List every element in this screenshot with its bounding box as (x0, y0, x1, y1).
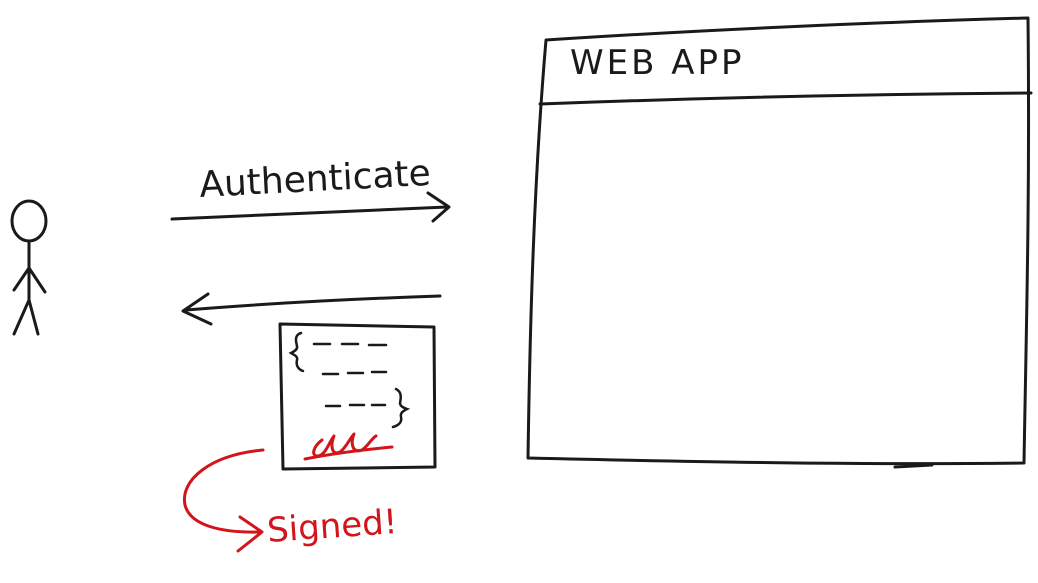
stick-figure-icon (10, 199, 48, 336)
response-arrow (181, 292, 442, 326)
web-app-title-divider (538, 91, 1033, 106)
signed-arrow (182, 448, 265, 553)
web-app-window (526, 16, 1033, 469)
signature-scribble-icon (303, 432, 394, 461)
signed-label: Signed! (266, 502, 399, 551)
authenticate-label: Authenticate (198, 153, 431, 206)
signed-token-icon (278, 322, 437, 471)
web-app-title: WEB APP (570, 43, 745, 83)
request-arrow (170, 191, 451, 223)
